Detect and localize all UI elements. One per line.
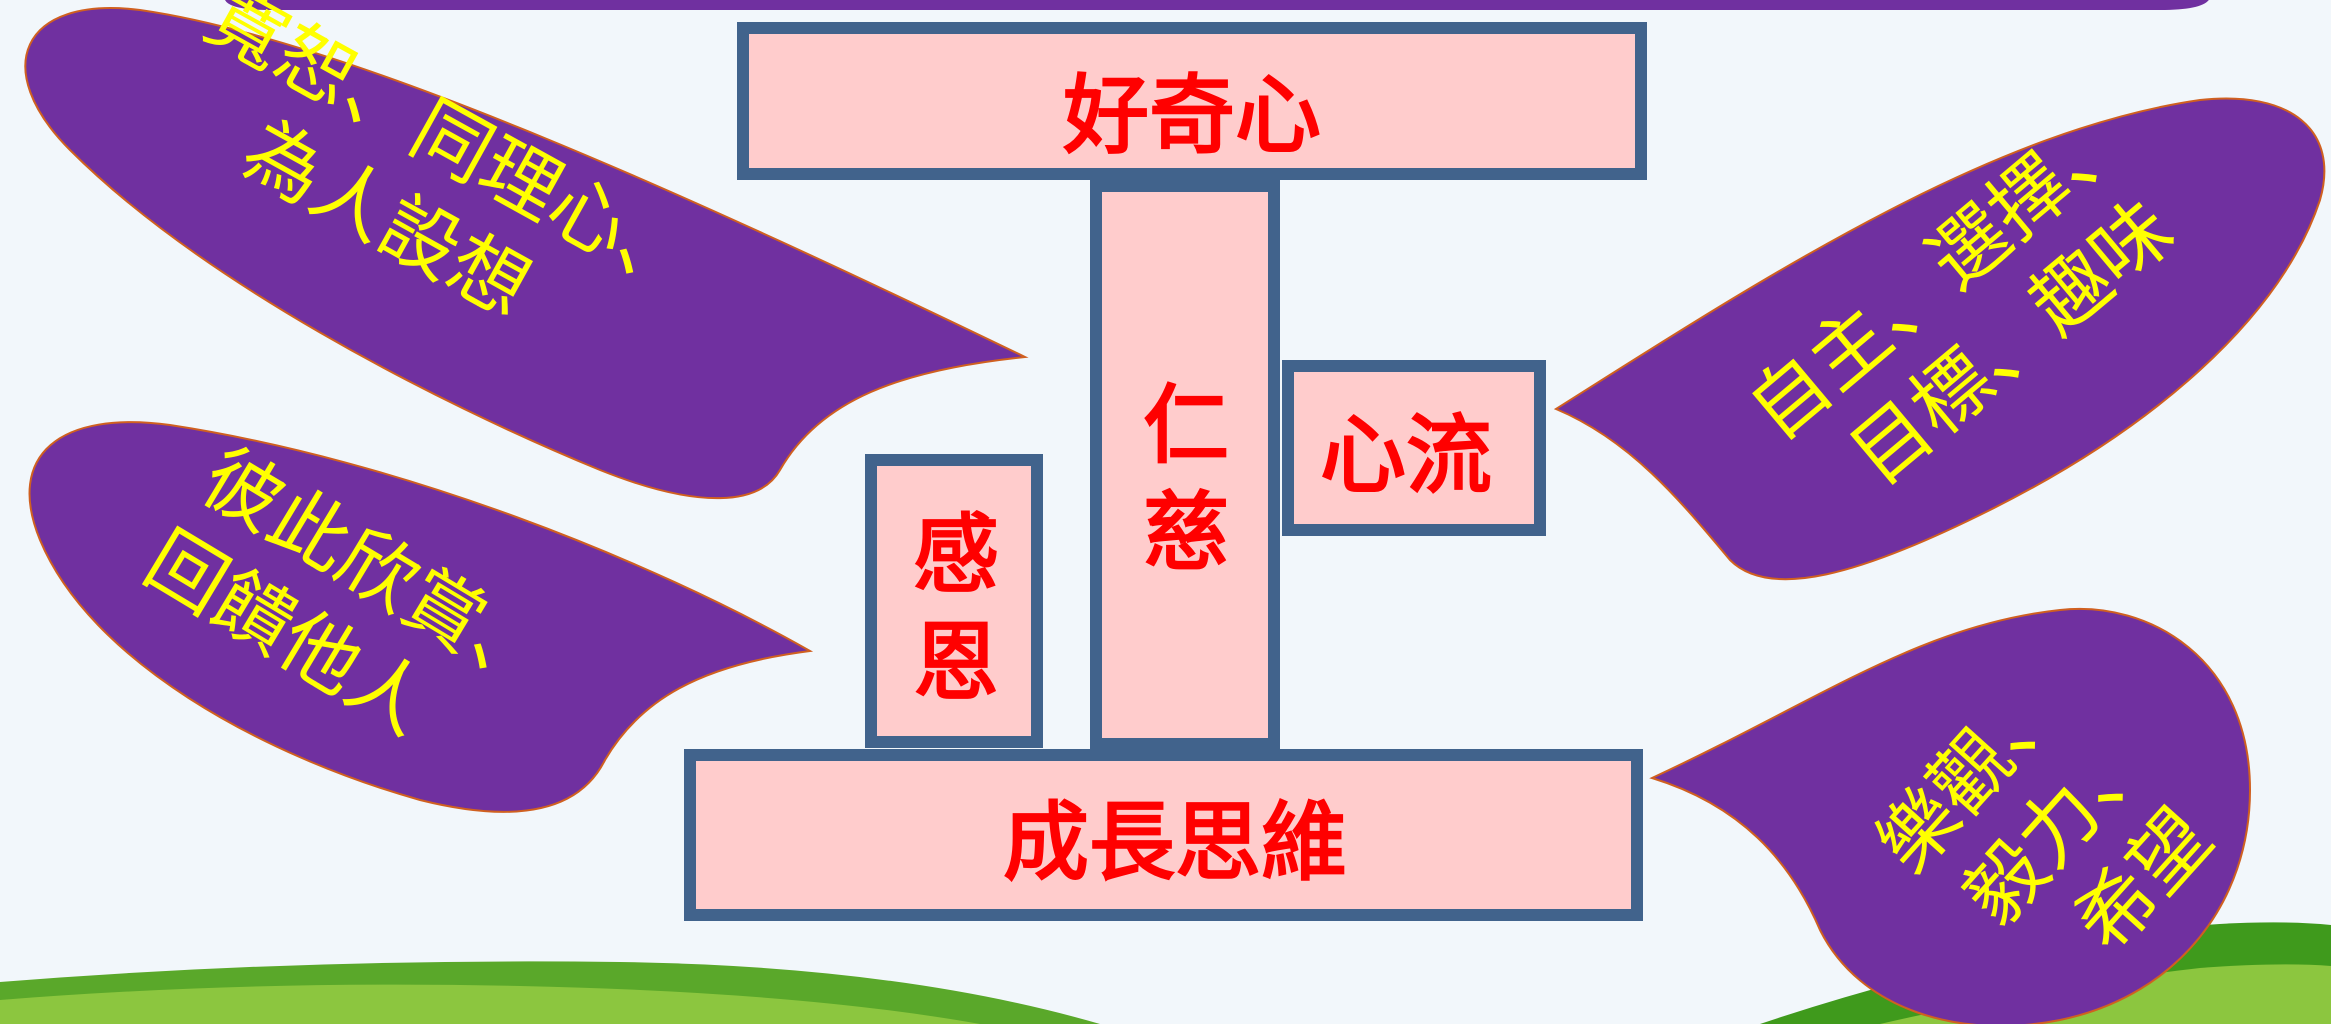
right-block-label: 心流 <box>1320 406 1492 506</box>
left-pillar: 感 恩 <box>865 454 1043 748</box>
top-banner-body <box>239 0 2200 8</box>
center-pillar-char-1: 仁 <box>1143 376 1229 476</box>
bubble-top-left <box>24 7 1029 500</box>
base-beam-label: 成長思維 <box>1003 793 1347 893</box>
left-pillar-char-1: 感 <box>913 505 999 605</box>
top-beam-label: 好奇心 <box>1062 66 1321 166</box>
base-beam: 成長思維 <box>684 749 1643 921</box>
center-pillar-char-2: 慈 <box>1143 483 1229 583</box>
right-block: 心流 <box>1282 360 1546 536</box>
bubble-bottom-right <box>1649 608 2252 1024</box>
left-pillar-char-2: 恩 <box>913 613 999 713</box>
top-beam: 好奇心 <box>737 22 1647 180</box>
center-pillar: 仁 慈 <box>1090 180 1280 750</box>
bubble-mid-left <box>28 421 814 813</box>
bubble-top-right <box>1553 97 2326 581</box>
